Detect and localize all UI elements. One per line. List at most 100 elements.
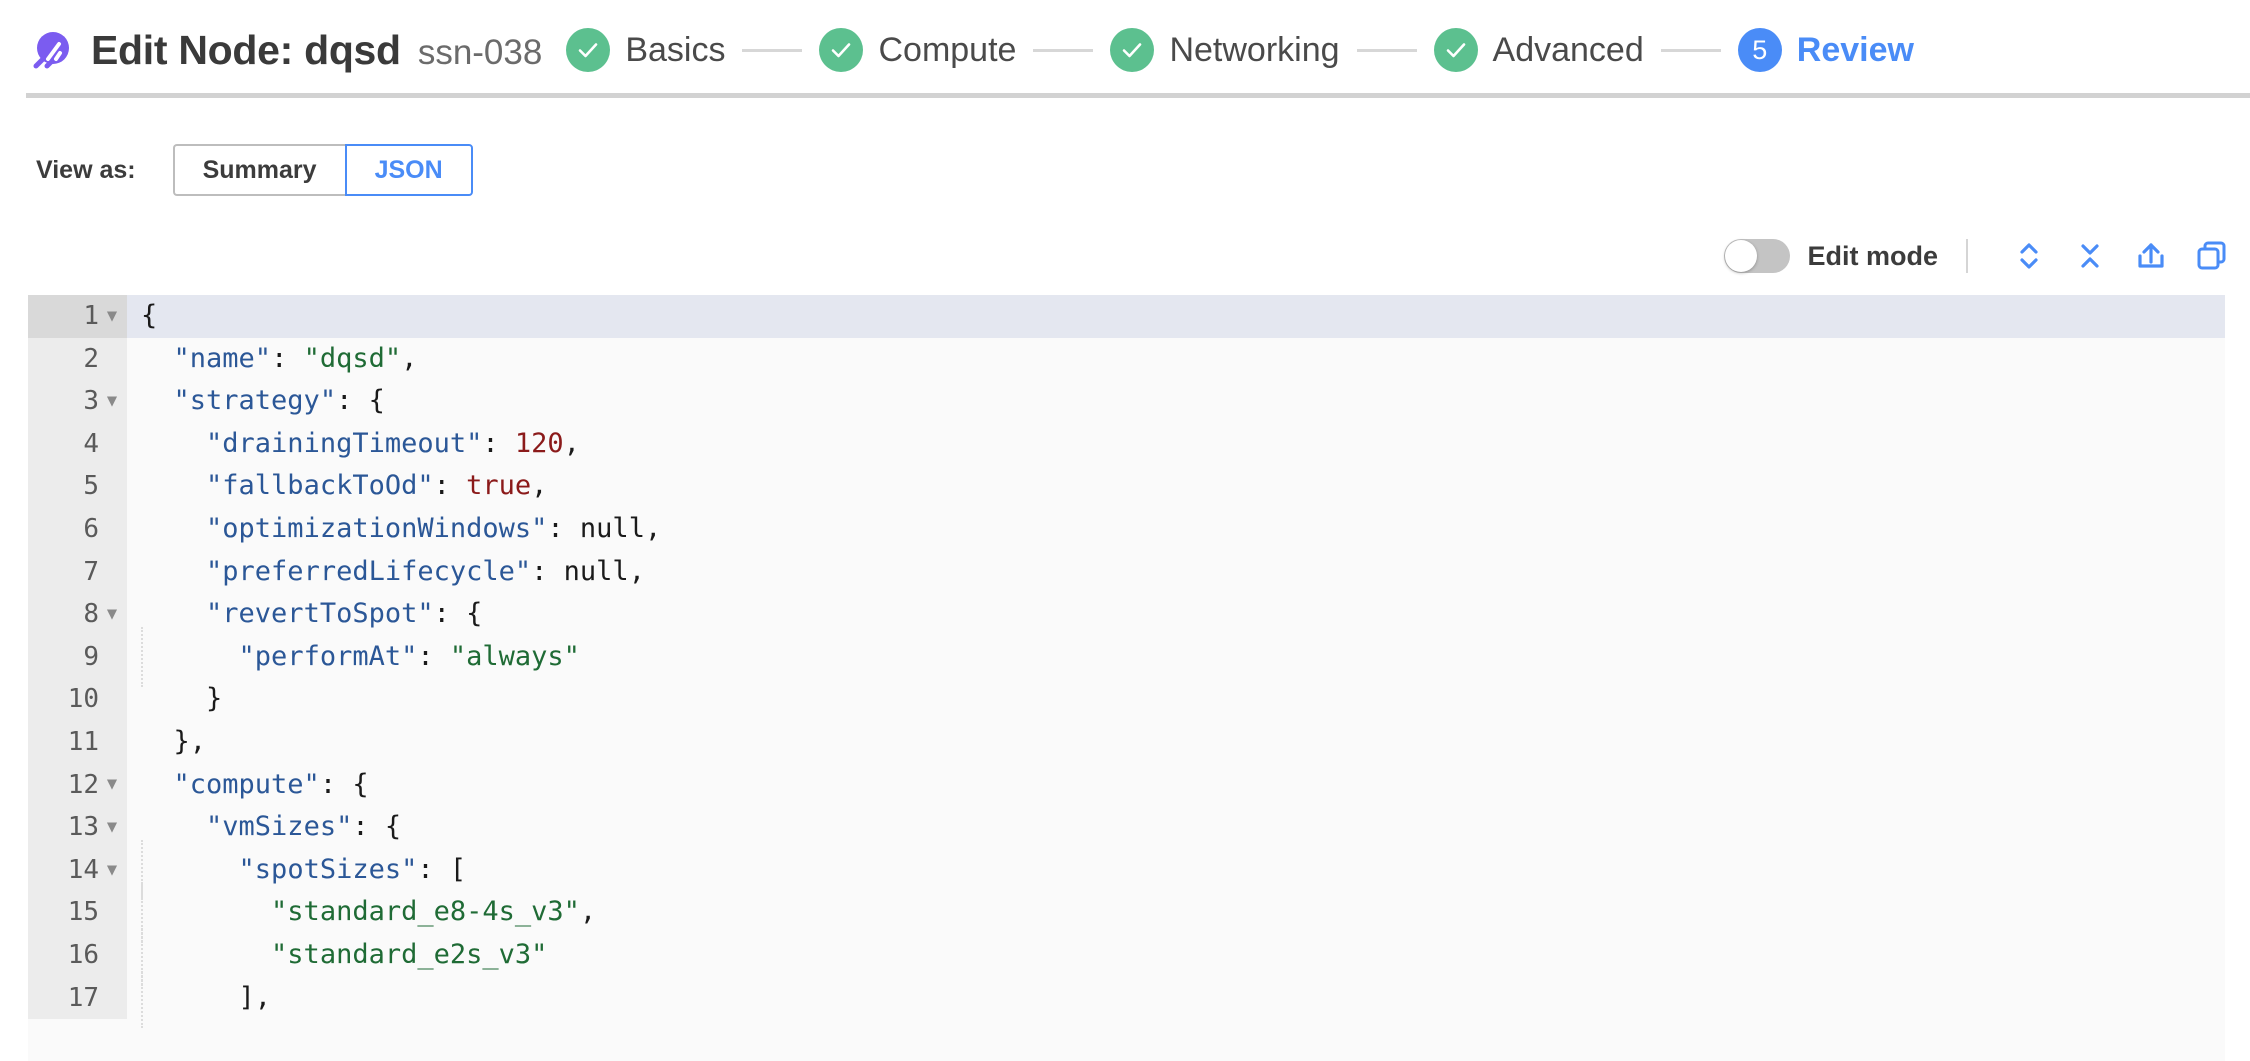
code-line[interactable]: 6▼ "optimizationWindows": null, — [28, 507, 2225, 551]
step-basics-label: Basics — [625, 30, 726, 69]
title-block: Edit Node: dqsd ssn-038 — [91, 27, 542, 74]
step-compute-label: Compute — [878, 30, 1017, 69]
json-editor-body[interactable]: 1▼{2▼ "name": "dqsd",3▼ "strategy": {4▼ … — [28, 295, 2225, 1028]
line-number-gutter: 9▼ — [28, 635, 127, 679]
step-review[interactable]: 5 Review — [1737, 28, 1914, 72]
step-networking-label: Networking — [1169, 30, 1340, 69]
step-advanced[interactable]: Advanced — [1433, 28, 1644, 72]
line-number: 8 — [83, 599, 99, 630]
line-number: 13 — [67, 812, 99, 843]
line-number-gutter: 13 ▼ — [28, 806, 127, 849]
json-editor[interactable]: 1▼{2▼ "name": "dqsd",3▼ "strategy": {4▼ … — [28, 295, 2225, 1061]
code-line[interactable]: 7▼ "preferredLifecycle": null, — [28, 550, 2225, 594]
code-line[interactable]: 12 ▼ "compute": { — [28, 763, 2225, 807]
expand-all-icon[interactable] — [2005, 234, 2053, 278]
code-line[interactable]: 4▼ "drainingTimeout": 120, — [28, 422, 2225, 466]
code-line[interactable]: 16▼ "standard_e2s_v3" — [28, 924, 2225, 986]
code-line[interactable]: 5▼ "fallbackToOd": true, — [28, 465, 2225, 508]
code-line-text: } — [141, 683, 223, 715]
line-number-gutter: 12 ▼ — [28, 763, 127, 807]
code-line[interactable]: 2▼ "name": "dqsd", — [28, 337, 2225, 381]
fold-toggle-icon[interactable]: ▼ — [106, 603, 118, 624]
code-line-text: "name": "dqsd", — [173, 342, 418, 374]
step-advanced-check-icon — [1433, 28, 1478, 72]
line-number: 9 — [83, 641, 99, 672]
code-line[interactable]: 11▼ }, — [28, 720, 2225, 764]
line-number-gutter: 4▼ — [28, 422, 127, 466]
step-connector-3 — [1356, 48, 1417, 52]
line-number: 14 — [67, 854, 99, 885]
code-line[interactable]: 15▼ "standard_e8-4s_v3", — [28, 882, 2225, 943]
code-line[interactable]: 8 ▼ "revertToSpot": { — [28, 593, 2225, 636]
code-line[interactable]: 13▼ "vmSizes": { — [28, 806, 2225, 849]
code-line-text: "revertToSpot": { — [206, 598, 483, 630]
line-number-gutter: 16▼ — [28, 933, 127, 977]
code-line-text: "optimizationWindows": null, — [206, 512, 662, 544]
page-title: Edit Node: dqsd — [91, 26, 401, 73]
step-compute-check-icon — [819, 28, 864, 72]
view-as-json-button[interactable]: JSON — [344, 144, 473, 196]
line-number: 12 — [67, 769, 99, 800]
editor-toolbar: Edit mode — [0, 196, 2250, 278]
page-subtitle-id: ssn-038 — [417, 32, 543, 72]
line-number-gutter: 1▼ — [28, 295, 127, 338]
code-line-text: "compute": { — [173, 768, 369, 800]
step-basics[interactable]: Basics — [566, 28, 725, 72]
code-line-text: "strategy": { — [173, 385, 385, 417]
line-number: 17 — [67, 982, 99, 1013]
edit-mode-toggle[interactable] — [1724, 239, 1791, 273]
line-number: 5 — [83, 471, 99, 502]
line-number: 4 — [83, 428, 99, 459]
step-review-number-badge: 5 — [1737, 28, 1782, 72]
code-line[interactable]: 9▼ "performAt": "always" — [28, 626, 2225, 687]
step-networking[interactable]: Networking — [1110, 28, 1340, 72]
step-connector-4 — [1660, 48, 1721, 52]
wizard-stepper: Basics Compute Networking Advanced — [566, 28, 2250, 72]
code-line[interactable]: 10▼ } — [28, 678, 2225, 721]
line-number-gutter: 7▼ — [28, 550, 127, 594]
code-line-text: "fallbackToOd": true, — [206, 470, 548, 502]
code-line-text: "standard_e8-4s_v3", — [127, 882, 2225, 943]
line-number-gutter: 5▼ — [28, 465, 127, 508]
step-compute[interactable]: Compute — [819, 28, 1016, 72]
code-line[interactable]: 3▼ "strategy": { — [28, 380, 2225, 423]
view-as-summary-button[interactable]: Summary — [172, 144, 345, 196]
code-line[interactable]: 14 ▼ "spotSizes": [ — [28, 839, 2225, 900]
code-line-text: "performAt": "always" — [127, 626, 2225, 687]
fold-toggle-icon[interactable]: ▼ — [106, 774, 118, 795]
code-line-text: "spotSizes": [ — [127, 839, 2225, 900]
code-line[interactable]: 17▼ ], — [28, 967, 2225, 1028]
code-line-text: "drainingTimeout": 120, — [206, 427, 580, 459]
line-number: 11 — [67, 726, 99, 757]
code-line-text: "preferredLifecycle": null, — [206, 555, 645, 587]
code-line[interactable]: 1▼{ — [28, 295, 2225, 338]
header-divider — [26, 93, 2250, 98]
line-number: 15 — [67, 897, 99, 928]
line-number-gutter: 17▼ — [28, 976, 127, 1020]
fold-toggle-icon[interactable]: ▼ — [106, 816, 118, 837]
code-line-text: { — [127, 295, 2225, 338]
line-number-gutter: 6▼ — [28, 507, 127, 551]
view-as-label: View as: — [36, 155, 136, 184]
edit-mode-toggle-knob — [1725, 240, 1758, 272]
view-as-segmented-control: Summary JSON — [172, 144, 473, 196]
fold-toggle-icon[interactable]: ▼ — [106, 390, 118, 411]
step-advanced-label: Advanced — [1492, 30, 1644, 69]
line-number-gutter: 2▼ — [28, 337, 127, 381]
line-number: 7 — [83, 556, 99, 587]
toolbar-divider — [1966, 239, 1968, 273]
fold-toggle-icon[interactable]: ▼ — [106, 859, 118, 880]
export-icon[interactable] — [2127, 234, 2175, 278]
collapse-all-icon[interactable] — [2066, 234, 2114, 278]
fold-toggle-icon[interactable]: ▼ — [106, 305, 118, 326]
step-connector-1 — [742, 48, 803, 52]
copy-icon[interactable] — [2188, 234, 2236, 278]
line-number: 16 — [67, 939, 99, 970]
line-number: 1 — [83, 301, 99, 331]
step-networking-check-icon — [1110, 28, 1155, 72]
step-review-number: 5 — [1752, 34, 1768, 65]
line-number: 6 — [83, 513, 99, 544]
spot-logo-icon — [26, 27, 72, 73]
line-number-gutter: 14 ▼ — [28, 848, 127, 892]
line-number-gutter: 15▼ — [28, 891, 127, 934]
